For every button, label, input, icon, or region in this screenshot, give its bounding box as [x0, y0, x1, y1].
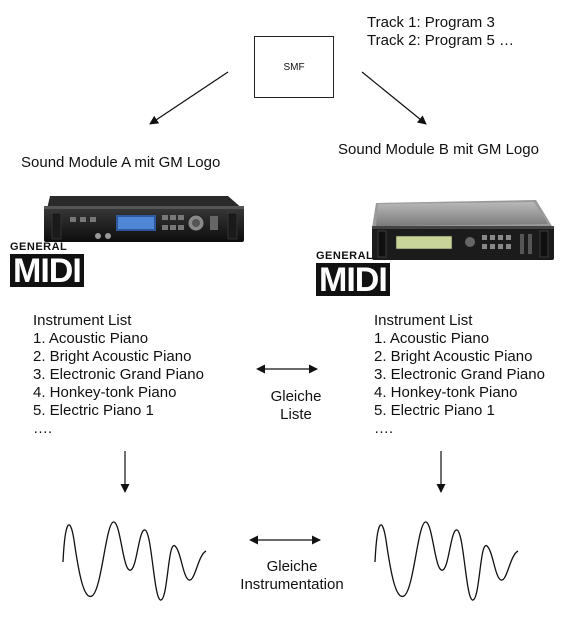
same-list-line-1: Gleiche: [270, 388, 322, 405]
gm-logo-a-midi: MIDI: [10, 254, 84, 288]
track-note-line-1: Track 1: Program 3: [367, 14, 495, 31]
module-a-title: Sound Module A mit GM Logo: [21, 154, 221, 171]
track-note-line-2: Track 2: Program 5 …: [367, 32, 514, 49]
list-item: 2. Bright Acoustic Piano: [33, 348, 192, 365]
gm-logo-a-general: GENERAL: [10, 241, 68, 253]
list-item: 4. Honkey-tonk Piano: [374, 384, 518, 401]
instrument-list-a: Instrument List 1. Acoustic Piano 2. Bri…: [33, 312, 204, 438]
list-item: 4. Honkey-tonk Piano: [33, 384, 177, 401]
module-b-title: Sound Module B mit GM Logo: [338, 141, 539, 158]
sound-module-a-device: [44, 196, 244, 242]
same-list-line-2: Liste: [280, 406, 312, 423]
list-item: ….: [33, 420, 53, 437]
gm-logo-b-general: GENERAL: [316, 250, 374, 262]
instrument-list-b: Instrument List 1. Acoustic Piano 2. Bri…: [374, 312, 545, 438]
smf-box: SMF: [254, 36, 334, 98]
instrument-list-a-title: Instrument List: [33, 312, 132, 329]
same-instrumentation-label: Gleiche Instrumentation: [227, 558, 357, 594]
same-instrumentation-line-1: Gleiche: [266, 558, 318, 575]
track-note: Track 1: Program 3 Track 2: Program 5 …: [367, 14, 514, 50]
list-item: 3. Electronic Grand Piano: [374, 366, 545, 383]
list-item: 5. Electric Piano 1: [33, 402, 154, 419]
sound-module-b-device: [372, 200, 554, 260]
list-item: 2. Bright Acoustic Piano: [374, 348, 533, 365]
instrument-list-b-title: Instrument List: [374, 312, 473, 329]
gm-logo-b-midi: MIDI: [316, 263, 390, 297]
list-item: 1. Acoustic Piano: [374, 330, 490, 347]
arrow-smf-to-module-b: [361, 71, 427, 125]
arrow-smf-to-module-a: [149, 71, 229, 125]
waveform-b: [374, 521, 519, 601]
same-list-label: Gleiche Liste: [251, 388, 341, 424]
list-item: 3. Electronic Grand Piano: [33, 366, 204, 383]
gm-logo-b: GENERAL MIDI: [316, 250, 390, 297]
list-item: ….: [374, 420, 394, 437]
smf-label: SMF: [283, 61, 305, 73]
same-instrumentation-line-2: Instrumentation: [240, 576, 344, 593]
list-item: 5. Electric Piano 1: [374, 402, 495, 419]
gm-logo-a: GENERAL MIDI: [10, 241, 84, 288]
list-item: 1. Acoustic Piano: [33, 330, 149, 347]
waveform-a: [62, 521, 207, 601]
